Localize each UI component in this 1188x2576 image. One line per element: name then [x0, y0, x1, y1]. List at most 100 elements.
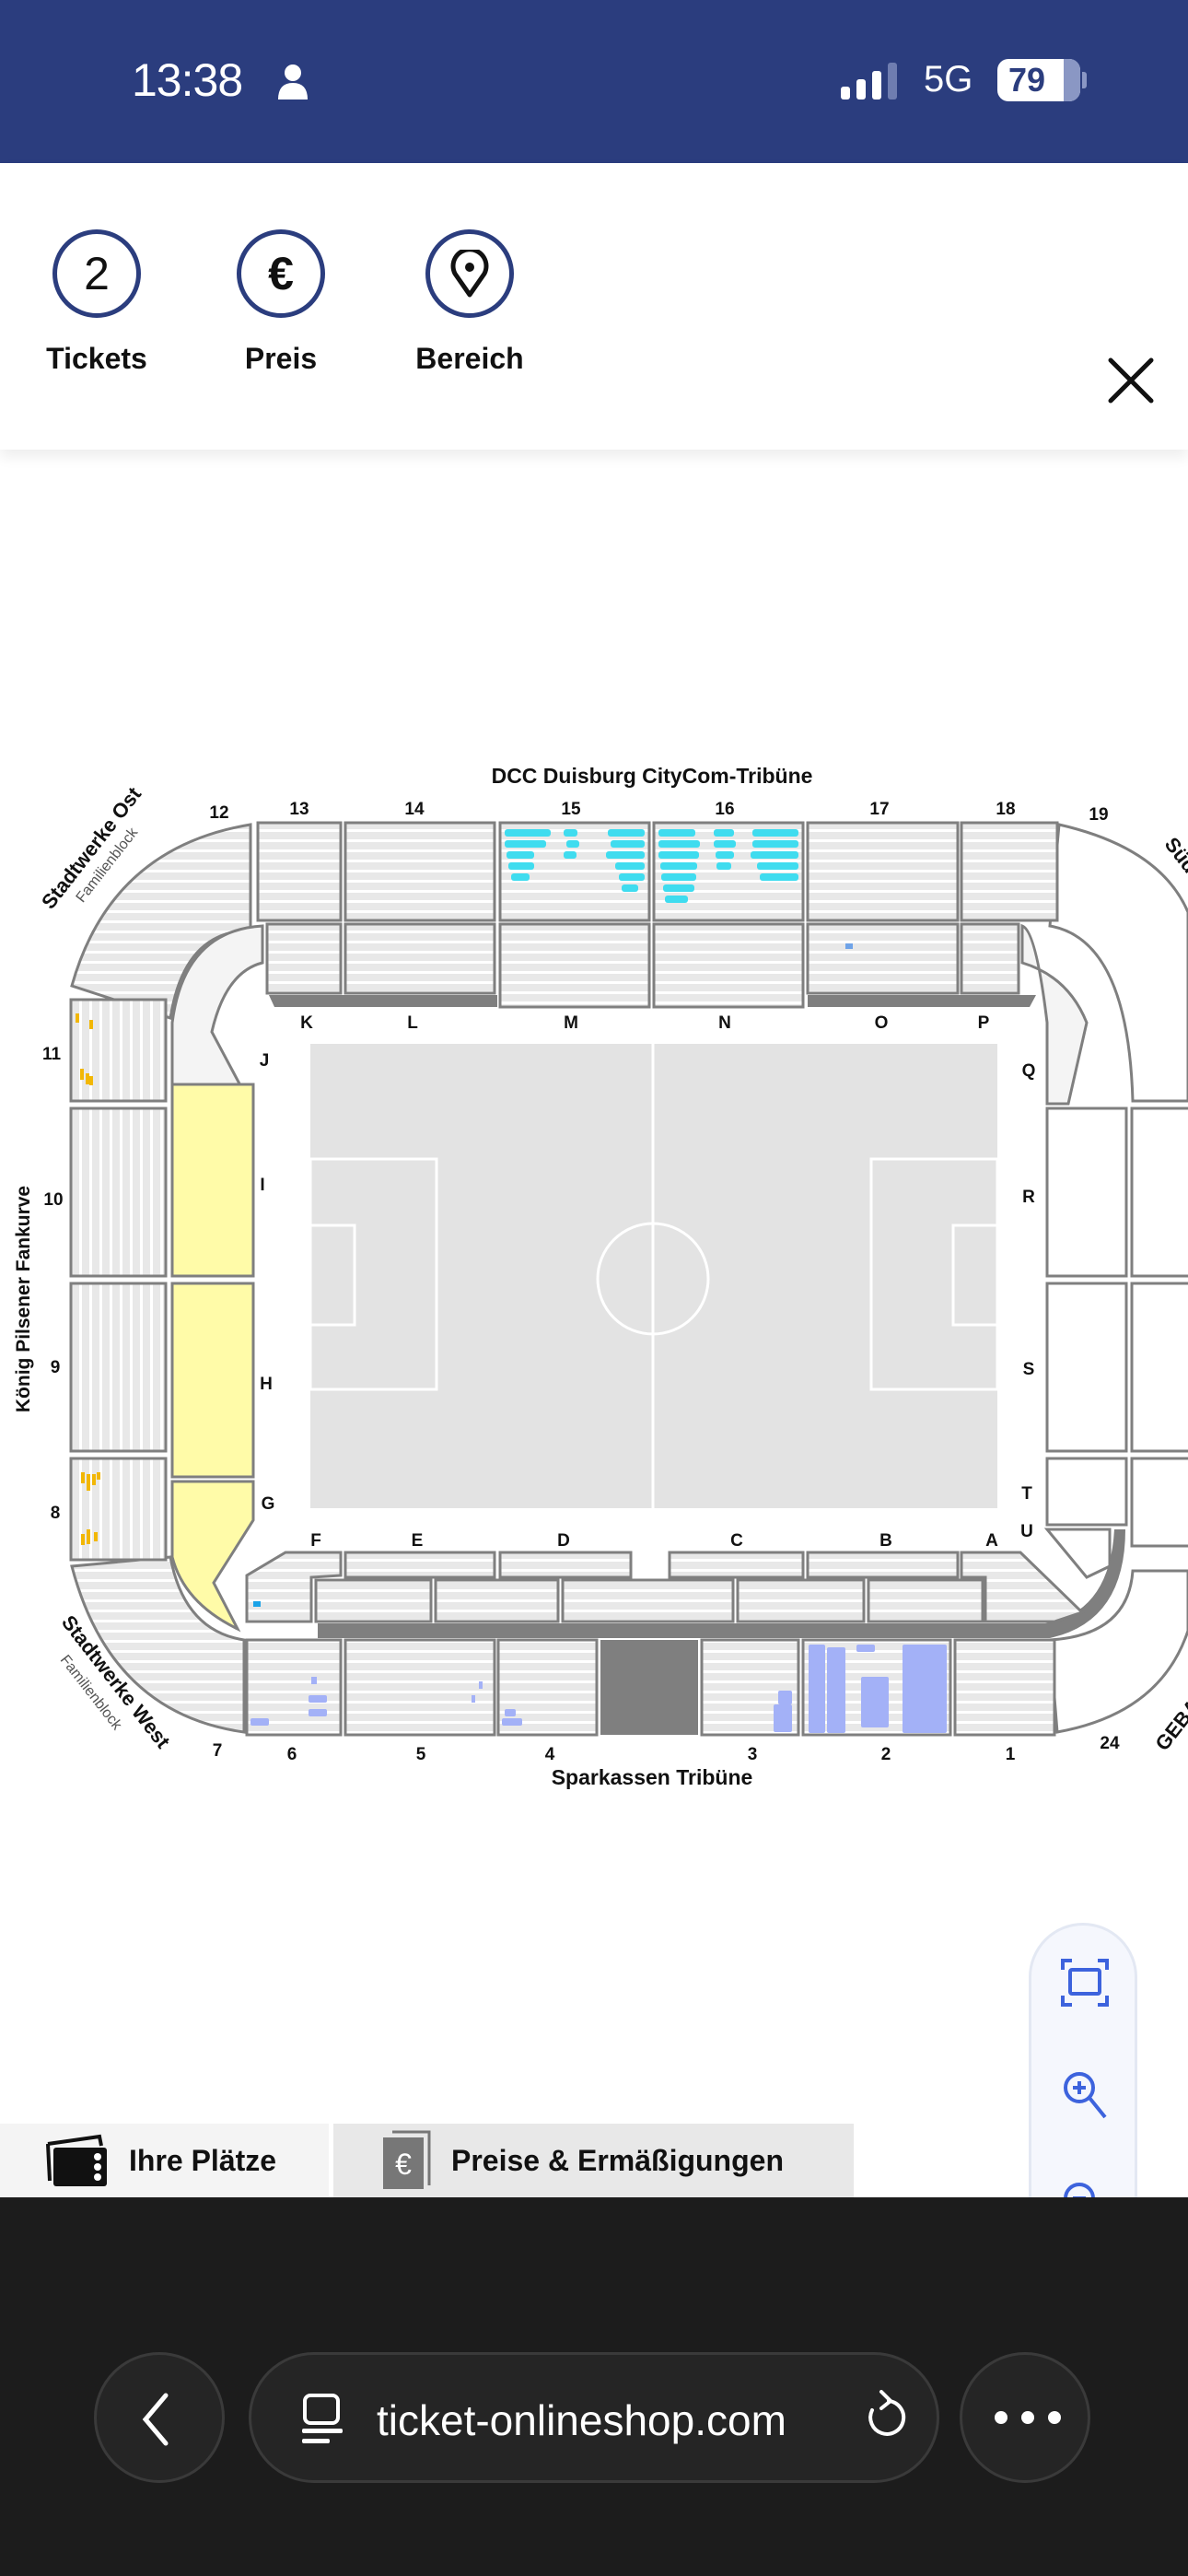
reload-icon[interactable] [861, 2390, 907, 2445]
block-label: 5 [416, 1745, 426, 1764]
block-14[interactable] [344, 821, 496, 922]
block-label: 9 [51, 1358, 61, 1377]
block-R[interactable] [1045, 1107, 1128, 1278]
block-18[interactable] [960, 821, 1059, 922]
block-label: K [300, 1013, 313, 1033]
block-M[interactable] [498, 922, 651, 1009]
battery-icon: 79 [997, 59, 1080, 101]
available-seat[interactable] [253, 1601, 261, 1607]
block-T-outer[interactable] [1130, 1457, 1188, 1548]
tab-your-seats[interactable]: Ihre Plätze [0, 2124, 329, 2197]
block-F[interactable] [245, 1551, 343, 1623]
block-1[interactable] [953, 1638, 1056, 1737]
block-label: 2 [881, 1745, 891, 1764]
available-seats-north[interactable] [505, 829, 853, 949]
block-label: O [875, 1013, 889, 1033]
address-bar[interactable]: ticket-onlineshop.com [249, 2352, 939, 2483]
block-H[interactable] [170, 1282, 255, 1479]
block-S-outer[interactable] [1130, 1282, 1188, 1453]
block-label: P [978, 1013, 990, 1033]
available-seats-south[interactable] [250, 1645, 947, 1733]
block-17[interactable] [806, 821, 960, 922]
tab-label: Tickets [46, 342, 147, 375]
block-label: 17 [869, 800, 889, 819]
block-label: J [260, 1051, 270, 1071]
block-12-corner[interactable] [70, 823, 252, 1020]
block-lower-1[interactable] [314, 1578, 433, 1623]
block-U[interactable] [1043, 1528, 1112, 1579]
fit-screen-icon[interactable] [1055, 1953, 1114, 2012]
block-24-corner[interactable] [1048, 1569, 1188, 1734]
block-label: B [879, 1531, 892, 1551]
tab-price[interactable]: € Preis [207, 229, 355, 376]
block-A[interactable] [960, 1551, 1085, 1623]
block-G[interactable] [170, 1480, 255, 1633]
block-label: D [557, 1531, 570, 1551]
close-icon[interactable] [1105, 355, 1157, 406]
more-options-button[interactable] [960, 2352, 1090, 2483]
block-7-corner[interactable] [70, 1555, 246, 1734]
block-11[interactable] [69, 998, 168, 1103]
block-10[interactable] [69, 1107, 168, 1278]
block-label: M [564, 1013, 578, 1033]
block-lower-5[interactable] [867, 1578, 984, 1623]
block-R-outer[interactable] [1130, 1107, 1188, 1278]
ticket-icon [46, 2134, 107, 2186]
north-stand-label: DCC Duisburg CityCom-Tribüne [492, 764, 813, 788]
status-bar: 13:38 5G 79 [0, 0, 1188, 163]
block-Q[interactable] [1020, 923, 1089, 1106]
block-O[interactable] [806, 922, 960, 995]
browser-toolbar: ticket-onlineshop.com [0, 2197, 1188, 2576]
block-label: 8 [51, 1504, 61, 1523]
signal-icon [841, 63, 897, 100]
block-16[interactable] [652, 821, 805, 922]
block-13[interactable] [256, 821, 343, 922]
block-label: 7 [213, 1741, 223, 1761]
network-label: 5G [924, 59, 973, 100]
block-8[interactable] [69, 1457, 168, 1562]
west-curve-label: König Pilsener Fankurve [13, 1186, 34, 1412]
block-9[interactable] [69, 1282, 168, 1453]
block-B[interactable] [806, 1551, 960, 1579]
block-lower-2[interactable] [434, 1578, 560, 1623]
block-L[interactable] [344, 922, 496, 995]
block-19-corner[interactable] [1048, 823, 1188, 1103]
block-label: 4 [545, 1745, 555, 1764]
tab-prices-discounts[interactable]: € Preise & Ermäßigungen [333, 2124, 854, 2197]
tab-tickets[interactable]: 2 Tickets [23, 229, 170, 376]
block-15[interactable] [498, 821, 651, 922]
filter-header: 2 Tickets € Preis Bereich [0, 163, 1188, 450]
block-P[interactable] [960, 922, 1020, 995]
back-button[interactable] [94, 2352, 225, 2483]
southeast-label: GEBAG [1150, 1682, 1188, 1755]
block-C[interactable] [668, 1551, 805, 1579]
block-J[interactable] [170, 924, 264, 1089]
block-label: 1 [1006, 1745, 1016, 1764]
block-K[interactable] [265, 922, 343, 995]
block-I[interactable] [170, 1083, 255, 1278]
block-label: Q [1022, 1061, 1036, 1081]
block-D[interactable] [498, 1551, 633, 1579]
pitch [309, 1044, 999, 1508]
block-lower-4[interactable] [736, 1578, 866, 1623]
block-5[interactable] [344, 1638, 496, 1737]
block-label: 11 [42, 1045, 62, 1064]
block-N[interactable] [652, 922, 805, 1009]
block-label: A [985, 1531, 998, 1551]
block-lower-3[interactable] [561, 1578, 735, 1623]
block-label: 13 [289, 800, 309, 819]
block-label: 24 [1100, 1734, 1120, 1753]
block-label: T [1021, 1484, 1032, 1504]
block-label: L [407, 1013, 418, 1033]
block-label: 15 [561, 800, 581, 819]
tab-area[interactable]: Bereich [396, 229, 543, 376]
block-T[interactable] [1045, 1457, 1128, 1527]
tab-label: Ihre Plätze [129, 2143, 277, 2177]
block-E[interactable] [344, 1551, 496, 1579]
ticket-count-badge: 2 [52, 229, 141, 318]
available-seats-west[interactable] [76, 1013, 100, 1545]
stadium-map[interactable]: DCC Duisburg CityCom-Tribüne Sparkassen … [0, 719, 1188, 1824]
north-walkway [269, 995, 497, 1007]
zoom-in-icon[interactable] [1055, 2064, 1114, 2123]
block-S[interactable] [1045, 1282, 1128, 1453]
